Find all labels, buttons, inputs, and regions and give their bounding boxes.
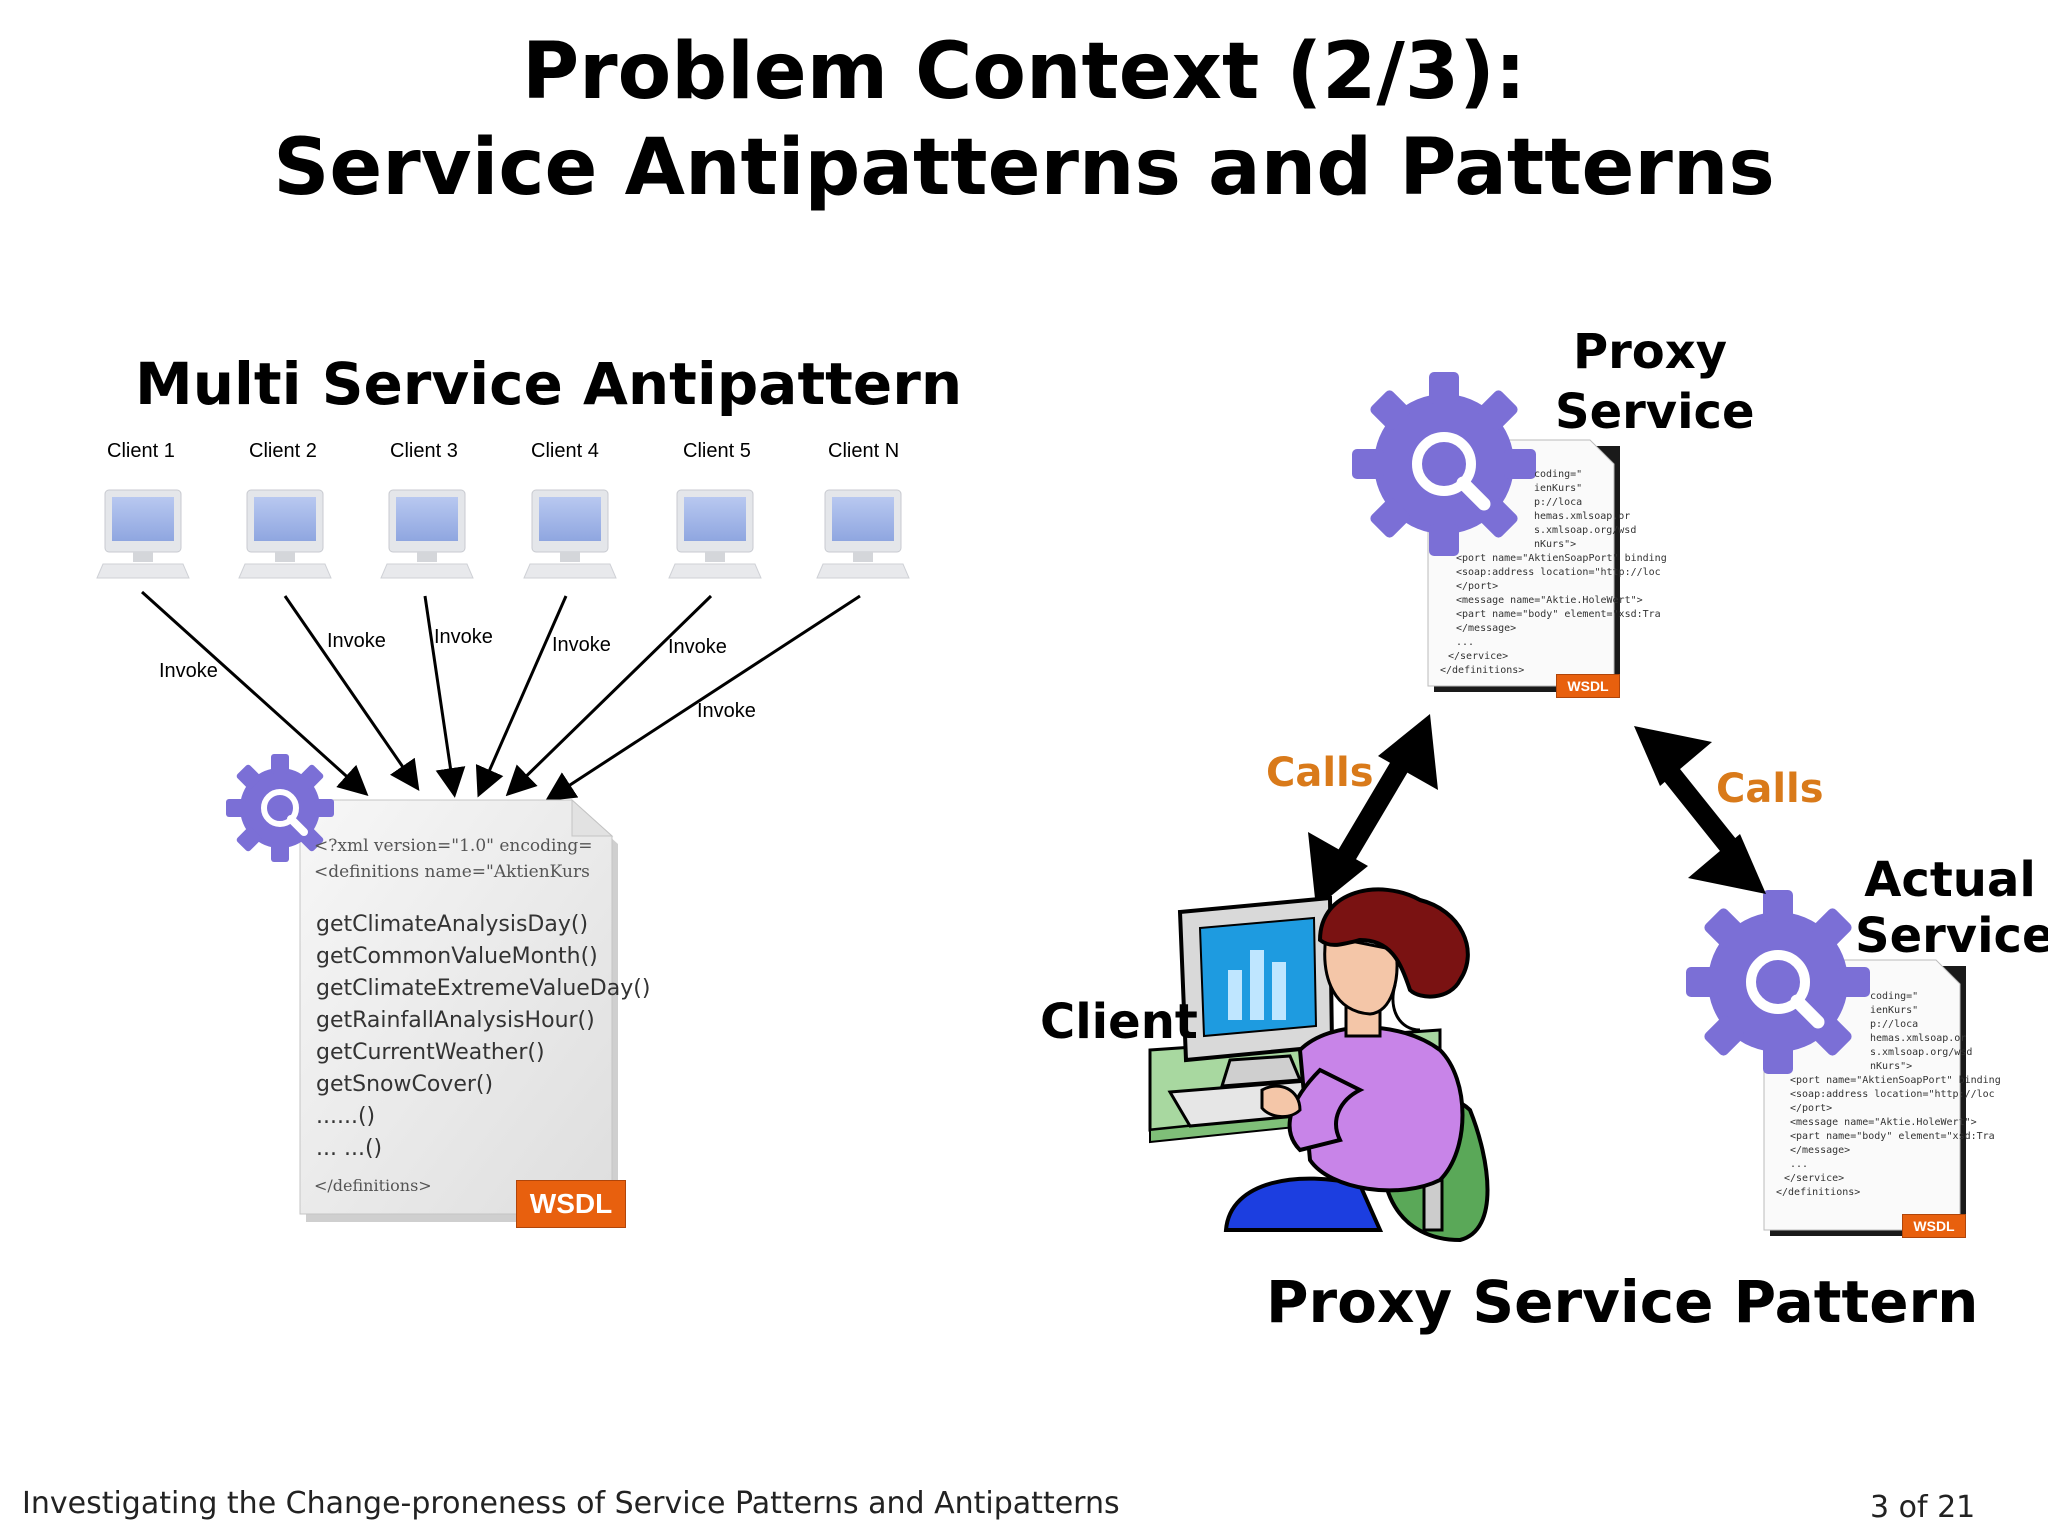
wsdl-code-line: </definitions>	[314, 1176, 432, 1195]
client-label: Client 4	[531, 440, 599, 462]
computer-icon	[238, 489, 332, 579]
proxy-wsdl-text: coding=" ienKurs" p://loca hemas.xmlsoap…	[1440, 469, 1667, 676]
proxy-gear-icon	[1352, 372, 1536, 556]
invoke-arrow	[423, 595, 466, 798]
invoke-label: Invoke	[552, 634, 611, 656]
client-label: Client 3	[390, 440, 458, 462]
actual-service-label-line1: Actual	[1864, 852, 2036, 908]
invoke-label: Invoke	[327, 630, 386, 652]
invoke-arrow	[505, 594, 713, 797]
wsdl-document	[299, 798, 618, 1222]
wsdl-method: getClimateExtremeValueDay()	[316, 976, 651, 1001]
wsdl-method: ......()	[316, 1104, 376, 1129]
proxy-service-pattern-heading: Proxy Service Pattern	[1266, 1268, 1979, 1336]
client-label: Client 2	[249, 440, 317, 462]
invoke-arrow	[475, 595, 568, 798]
calls-label: Calls	[1716, 766, 1824, 812]
footer-text: Investigating the Change-proneness of Se…	[22, 1486, 1120, 1521]
wsdl-method: getCommonValueMonth()	[316, 944, 598, 969]
wsdl-method: getSnowCover()	[316, 1072, 494, 1097]
actual-wsdl-text: coding=" ienKurs" p://loca hemas.xmlsoap…	[1776, 991, 2001, 1198]
invoke-label: Invoke	[159, 660, 218, 682]
invoke-label: Invoke	[668, 636, 727, 658]
client-person-at-computer-icon	[1148, 887, 1490, 1243]
computer-icon	[380, 489, 474, 579]
invoke-arrow	[283, 595, 420, 791]
wsdl-code-line: <definitions name="AktienKurs	[314, 862, 590, 882]
wsdl-method: getCurrentWeather()	[316, 1040, 545, 1065]
client-label: Client 1	[107, 440, 175, 462]
client-label: Client 5	[683, 440, 751, 462]
client-label: Client	[1040, 994, 1198, 1050]
wsdl-badge: WSDL	[516, 1180, 626, 1228]
multi-service-antipattern-heading: Multi Service Antipattern	[135, 350, 963, 418]
computer-icon	[668, 489, 762, 579]
invoke-label: Invoke	[697, 700, 756, 722]
client-label: Client N	[828, 440, 900, 462]
computer-icon	[816, 489, 910, 579]
wsdl-method: getRainfallAnalysisHour()	[316, 1008, 595, 1033]
search-icon	[1746, 950, 1810, 1014]
wsdl-code-line: <?xml version="1.0" encoding=	[314, 836, 593, 856]
calls-label: Calls	[1266, 750, 1374, 796]
slide-title-line1: Problem Context (2/3):	[522, 27, 1526, 117]
slide-title-line2: Service Antipatterns and Patterns	[273, 123, 1775, 213]
invoke-label: Invoke	[434, 626, 493, 648]
actual-service-gear-icon	[1686, 890, 1870, 1074]
calls-double-arrow	[1308, 714, 1438, 908]
wsdl-method: getClimateAnalysisDay()	[316, 912, 589, 937]
search-icon	[1412, 432, 1476, 496]
search-icon	[261, 789, 299, 827]
page-indicator: 3 of 21	[1870, 1490, 1976, 1525]
actual-service-label-line2: Service	[1855, 908, 2048, 964]
wsdl-badge: WSDL	[1902, 1214, 1966, 1238]
wsdl-method: ... ...()	[316, 1136, 383, 1161]
wsdl-badge: WSDL	[1556, 674, 1620, 698]
calls-double-arrow	[1634, 726, 1766, 894]
invoke-arrow	[544, 594, 861, 802]
computer-icon	[96, 489, 190, 579]
computer-icon	[523, 489, 617, 579]
invoke-arrow	[140, 590, 369, 797]
service-gear-icon	[226, 754, 334, 862]
proxy-service-label-line2: Service	[1555, 384, 1755, 440]
proxy-service-label-line1: Proxy	[1572, 324, 1728, 380]
